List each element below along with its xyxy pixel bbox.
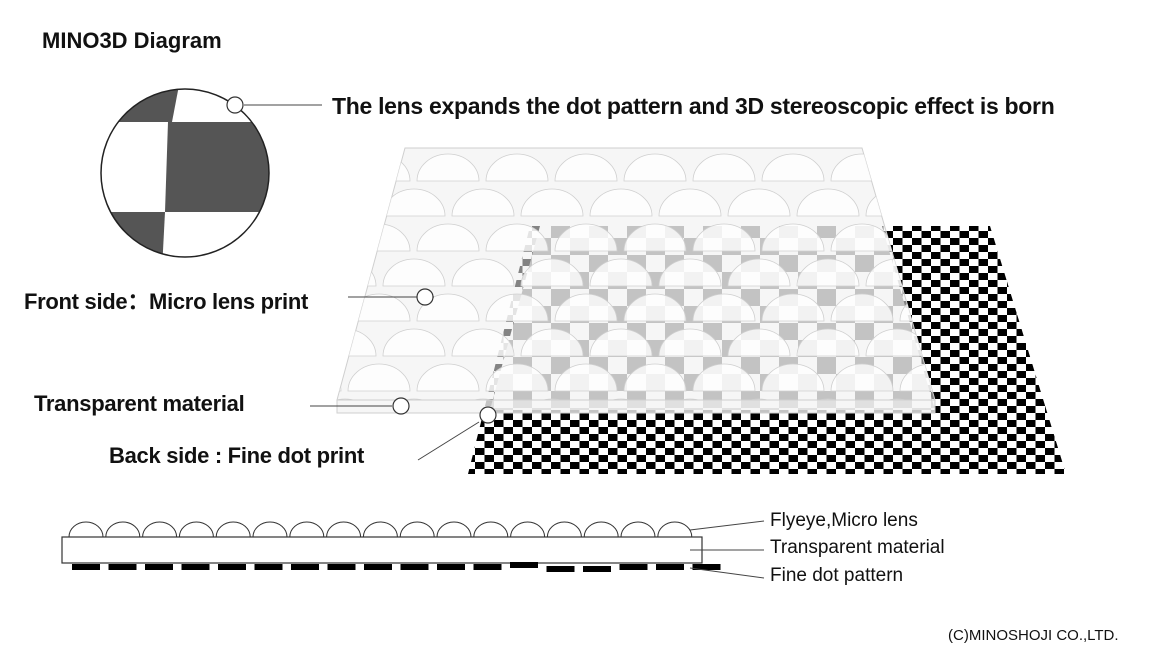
copyright: (C)MINOSHOJI CO.,LTD.	[948, 627, 1119, 644]
cross-section-lens-bump	[105, 521, 141, 538]
page-title: MINO3D Diagram	[42, 28, 222, 53]
cross-section-dot	[254, 564, 283, 570]
cross-section-dot	[145, 564, 173, 570]
cross-section-lens-bump	[215, 521, 251, 538]
cross-section-dot	[510, 562, 538, 568]
cross-section-dot	[473, 564, 502, 570]
cross-section-dot	[291, 564, 319, 570]
marker-front-side	[416, 288, 434, 306]
cross-section-transparent-layer	[61, 536, 703, 564]
cross-section-dot	[583, 566, 611, 572]
cross-section-dot	[327, 564, 356, 570]
flyeye-lens-label: Flyeye,Micro lens	[770, 510, 918, 531]
cross-section-lens-bump	[178, 521, 214, 538]
cross-section-lens-bump	[657, 521, 693, 538]
cross-section-dot	[692, 564, 721, 570]
cross-section-lens-bump	[620, 521, 656, 538]
cross-section-dot	[364, 564, 392, 570]
cross-section-lens-bump	[142, 521, 178, 538]
lens-caption: The lens expands the dot pattern and 3D …	[332, 93, 1055, 119]
cross-section-dot	[437, 564, 465, 570]
transparent-layer-edge	[336, 399, 936, 414]
cross-section-dot	[546, 566, 575, 572]
magnifier-dark-bottom-left	[101, 212, 165, 257]
marker-transparent	[392, 397, 410, 415]
back-side-label: Back side : Fine dot print	[109, 443, 365, 468]
cross-section-leaders	[689, 520, 765, 579]
cross-section-lens-bump	[252, 521, 288, 538]
cross-section-dot	[181, 564, 210, 570]
marker-lens-caption	[226, 96, 244, 114]
marker-back-side	[479, 406, 497, 424]
cross-section-dot	[72, 564, 100, 570]
cross-section-lens-bump	[436, 521, 472, 538]
cross-section-dot	[656, 564, 684, 570]
cross-section-dot	[400, 564, 429, 570]
cross-section-lens-bump	[546, 521, 582, 538]
fine-dot-pattern-label: Fine dot pattern	[770, 565, 904, 586]
cross-section-lens-bump	[510, 521, 546, 538]
cross-section-transparent-label: Transparent material	[770, 537, 945, 558]
cross-section-lens-bump	[362, 521, 398, 538]
front-side-label: Front side：Micro lens print	[24, 289, 309, 314]
cross-section-lens-bump	[289, 521, 325, 538]
cross-section-lenses	[68, 521, 693, 538]
cross-section-dot	[619, 564, 648, 570]
cross-section-lens-bump	[326, 521, 362, 538]
transparent-material-label: Transparent material	[34, 391, 245, 416]
magnifier-circle	[100, 88, 270, 258]
cross-section	[61, 520, 765, 579]
cross-section-lens-bump	[399, 521, 435, 538]
cross-section-dot	[108, 564, 137, 570]
cross-section-lens-bump	[473, 521, 509, 538]
micro-lens-sheet	[336, 147, 936, 414]
cross-section-dot	[218, 564, 246, 570]
cross-section-dots	[72, 562, 721, 572]
magnifier-dark-top-left	[101, 89, 180, 122]
cross-section-lens-bump	[583, 521, 619, 538]
cross-section-lens-bump	[68, 521, 104, 538]
magnifier-dark-center	[165, 122, 269, 212]
